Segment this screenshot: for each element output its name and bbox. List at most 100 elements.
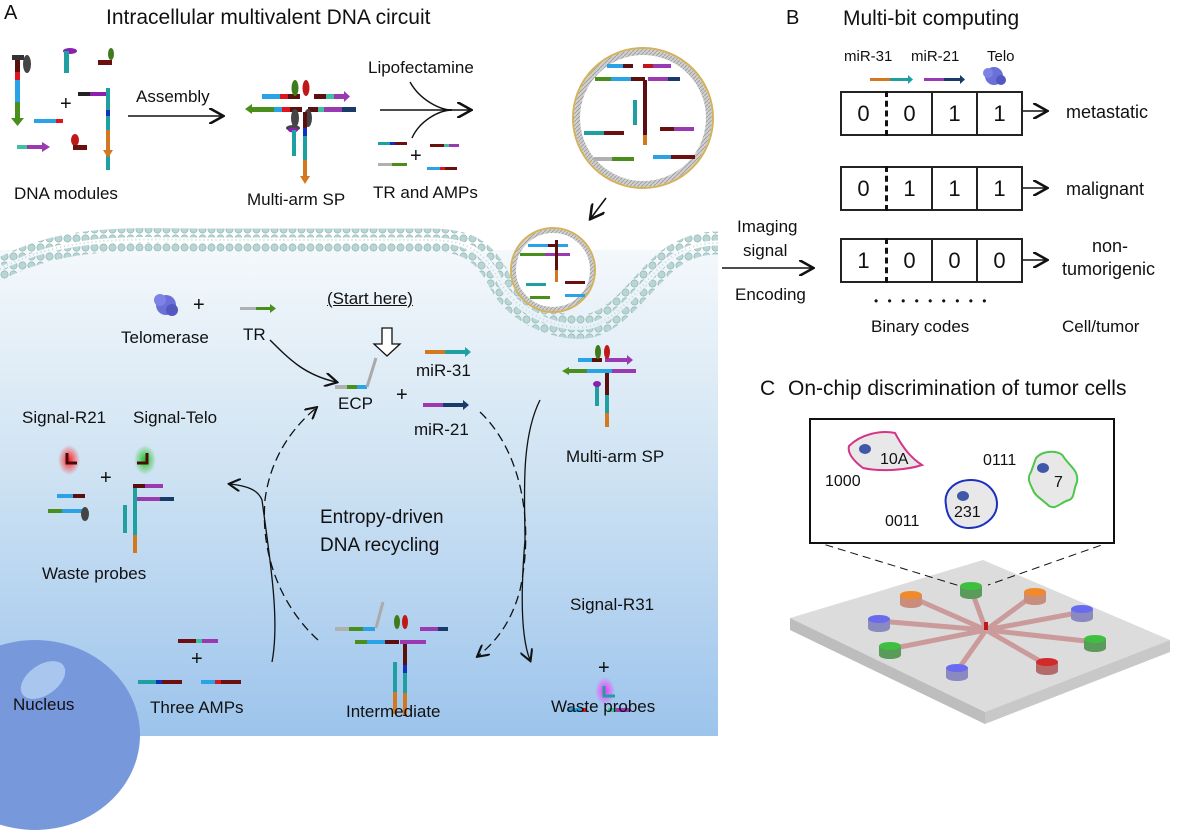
label-tr-and-amps: TR and AMPs <box>373 183 478 202</box>
label-assembly: Assembly <box>136 87 210 106</box>
bit-cell: 0 <box>885 91 933 136</box>
telomerase-icon <box>154 294 178 316</box>
cell-7-nucleus <box>1037 463 1049 473</box>
label-cell-tumor: Cell/tumor <box>1062 317 1140 336</box>
bit-cell: 1 <box>931 166 978 211</box>
cell-10a-nucleus <box>859 444 871 454</box>
waste-probes-left-graphic <box>48 484 174 553</box>
label-cycle-line1: Entropy-driven <box>320 507 444 528</box>
panel-b-letter: B <box>786 7 800 29</box>
label-signal-r31: Signal-R31 <box>570 595 655 614</box>
liposome-uptake-arrow <box>591 197 607 218</box>
label-multi-arm-sp: Multi-arm SP <box>247 190 346 209</box>
start-arrow-icon <box>372 327 402 357</box>
cell-231-outline <box>944 478 999 530</box>
label-cycle-line2: DNA recycling <box>320 535 440 556</box>
signal-telo-glow <box>134 445 156 475</box>
input-label-mir21: miR-21 <box>911 48 960 65</box>
label-signal: signal <box>743 241 788 260</box>
cell-name-10a: 10A <box>880 451 909 468</box>
bit-cell: 0 <box>840 166 888 211</box>
label-start-here: (Start here) <box>327 289 413 308</box>
chip-well-blue <box>946 664 968 681</box>
liposome-large <box>572 47 714 189</box>
bit-cell: 1 <box>931 91 978 136</box>
mir21-strand-icon <box>960 75 965 84</box>
label-nucleus: Nucleus <box>13 695 75 714</box>
label-mir31: miR-31 <box>416 361 471 380</box>
label-encoding: Encoding <box>735 285 806 304</box>
bit-cell: 1 <box>885 166 933 211</box>
binary-code-row-non-tumorigenic: 1 0 0 0 <box>840 238 1023 283</box>
cell-231-nucleus <box>957 491 969 501</box>
liposome-in-membrane <box>510 227 596 313</box>
ellipsis-dots: • • • • • • • • • <box>874 294 990 308</box>
tr-and-amps-graphic <box>378 142 459 170</box>
cell-membrane <box>0 228 719 339</box>
input-label-mir31: miR-31 <box>844 48 893 65</box>
label-metastatic: metastatic <box>1066 102 1149 122</box>
intermediate-graphic <box>335 601 448 716</box>
panel-c-letter: C <box>760 377 776 400</box>
tr-strand <box>240 307 256 310</box>
plus-sign: + <box>410 145 422 167</box>
telo-protein-icon <box>983 67 1006 85</box>
multi-arm-sp-cycle-graphic <box>562 345 636 427</box>
label-intermediate: Intermediate <box>346 702 441 721</box>
cell-shapes <box>847 431 1079 530</box>
chip-well-orange <box>900 591 922 608</box>
plus-sign: + <box>598 657 610 679</box>
microfluidic-chip <box>790 540 1170 724</box>
label-tr: TR <box>243 325 266 344</box>
bit-cell: 1 <box>976 91 1023 136</box>
panel-c-title: On-chip discrimination of tumor cells <box>788 377 1127 400</box>
chip-well-blue <box>1071 605 1093 622</box>
chip-well-blue <box>868 615 890 632</box>
label-malignant: malignant <box>1066 179 1145 199</box>
binary-code-row-malignant: 0 1 1 1 <box>840 166 1023 211</box>
chip-well-orange <box>1024 588 1046 605</box>
label-lipofectamine: Lipofectamine <box>368 58 474 77</box>
panel-b-title: Multi-bit computing <box>843 7 1020 30</box>
plus-sign: + <box>193 294 205 316</box>
cell-name-231: 231 <box>954 504 981 521</box>
label-mir21: miR-21 <box>414 420 469 439</box>
cell-imaging-inset: 10A 1000 231 0011 7 0111 <box>809 418 1115 544</box>
label-waste-probes-left: Waste probes <box>42 564 147 583</box>
cell-name-7: 7 <box>1054 474 1063 491</box>
plus-sign: + <box>100 467 112 489</box>
label-signal-r21: Signal-R21 <box>22 408 107 427</box>
label-ecp: ECP <box>338 394 373 413</box>
input-label-telo: Telo <box>987 48 1015 65</box>
signal-r21-glow <box>58 445 80 475</box>
diagram-graphics <box>0 47 1170 724</box>
cell-code-10a: 1000 <box>825 473 861 490</box>
label-telomerase: Telomerase <box>121 328 209 347</box>
chip-wells <box>868 582 1106 681</box>
bit-cell: 0 <box>885 238 933 283</box>
bit-cell: 0 <box>976 238 1023 283</box>
chip-well-green <box>879 642 901 659</box>
label-imaging: Imaging <box>737 217 798 236</box>
label-three-amps: Three AMPs <box>150 698 244 717</box>
panel-a-letter: A <box>4 2 18 24</box>
label-binary-codes: Binary codes <box>871 317 970 336</box>
plus-sign: + <box>60 93 72 115</box>
multi-arm-sp-graphic <box>245 80 356 184</box>
plus-sign: + <box>191 648 203 670</box>
mir31-strand-icon <box>908 75 913 84</box>
bit-cell: 0 <box>931 238 978 283</box>
chip-well-red <box>1036 658 1058 675</box>
label-multi-arm-sp-cycle: Multi-arm SP <box>566 447 665 466</box>
label-dna-modules: DNA modules <box>14 184 118 203</box>
cell-code-7: 0111 <box>983 452 1017 469</box>
cell-10a-outline <box>847 431 925 472</box>
label-tumorigenic: tumorigenic <box>1062 259 1156 279</box>
ecp-graphic <box>335 357 378 389</box>
three-amps-graphic <box>138 639 241 684</box>
label-signal-telo: Signal-Telo <box>133 408 218 427</box>
panel-a-title: Intracellular multivalent DNA circuit <box>106 6 431 29</box>
chip-well-green <box>960 582 982 599</box>
chip-well-green <box>1084 635 1106 652</box>
bit-cell: 1 <box>840 238 888 283</box>
